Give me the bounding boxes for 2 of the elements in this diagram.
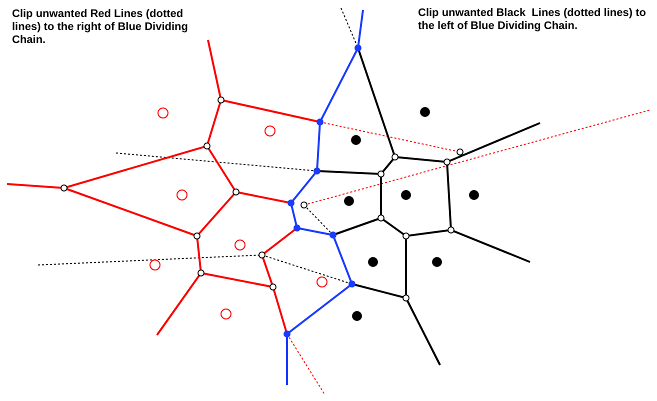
instruction-note: Clip unwanted Black Lines (dotted lines) to the left of Blue Dividing Chain. <box>418 7 647 33</box>
instruction-note: Clip unwanted Red Lines (dotted lines) to the right of Blue Dividing Chain. <box>12 8 189 47</box>
